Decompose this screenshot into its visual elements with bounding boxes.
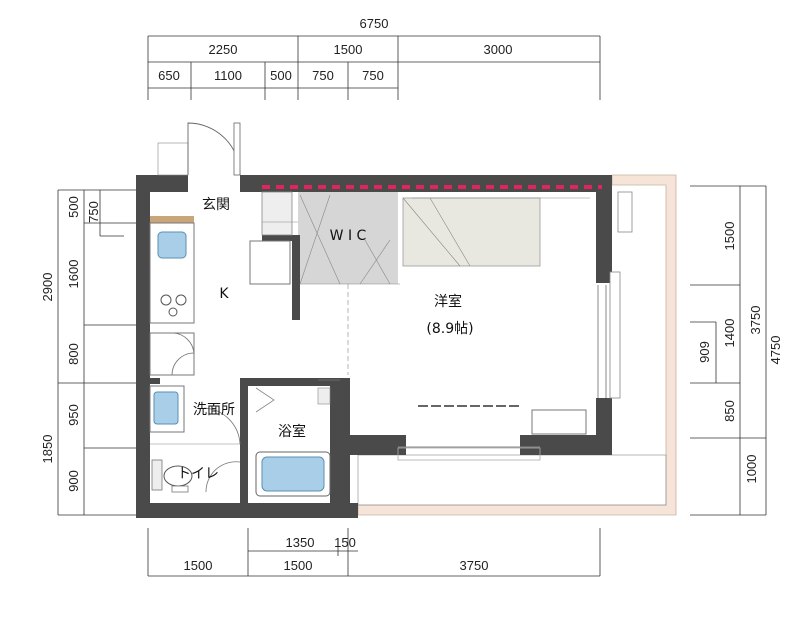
dim-left-inner: 900 xyxy=(66,470,81,492)
dim-top-small: 1100 xyxy=(214,68,242,83)
bed-cover-line xyxy=(429,197,471,267)
dim-right-outer: 3750 xyxy=(748,306,763,335)
dim-left-inner: 800 xyxy=(66,343,81,365)
bed-cover-line xyxy=(402,197,461,267)
dim-bottom: 1500 xyxy=(184,558,213,573)
aircon-unit xyxy=(617,191,633,233)
bottom-dimension-lines xyxy=(147,528,601,577)
washbasin xyxy=(149,385,185,433)
top-dimension-lines xyxy=(147,35,601,100)
entrance-step xyxy=(150,216,194,223)
bath-fixture xyxy=(317,387,331,405)
dim-top-total: 6750 xyxy=(360,16,389,31)
dim-right-inner: 1400 xyxy=(722,319,737,348)
room-label-bath: 浴室 xyxy=(278,423,306,440)
dim-top-mid: 1500 xyxy=(334,42,363,57)
stove-burner xyxy=(175,294,187,306)
right-dimension-lines xyxy=(690,185,767,516)
dim-right-inner: 1500 xyxy=(722,222,737,251)
dim-top-small: 750 xyxy=(362,68,384,83)
bed xyxy=(402,197,541,267)
dim-top-mid: 3000 xyxy=(484,42,513,57)
sink xyxy=(157,231,187,259)
room-label-entrance: 玄関 xyxy=(202,196,230,213)
shoe-cabinet xyxy=(261,191,293,236)
dim-bottom: 3750 xyxy=(460,558,489,573)
balcony-floor xyxy=(357,454,667,506)
washroom-door-swing xyxy=(203,407,241,445)
room-label-western-size: (8.9帖) xyxy=(426,321,473,337)
wic-shelf-lines xyxy=(262,194,391,285)
window-sash xyxy=(609,271,621,399)
dim-left-inner: 750 xyxy=(86,201,101,223)
room-label-wic: W I C xyxy=(330,228,367,244)
refrigerator xyxy=(249,240,291,285)
dim-left-outer: 2900 xyxy=(40,273,55,302)
balcony-sliding-door xyxy=(397,447,541,461)
left-dimension-lines xyxy=(57,189,136,516)
dim-top-small: 650 xyxy=(158,68,180,83)
toilet-fixture xyxy=(151,459,193,493)
room-label-toilet: トイレ xyxy=(177,466,219,482)
dim-right-inner: 850 xyxy=(722,400,737,422)
dim-bottom-small: 1350 xyxy=(286,535,315,550)
stove-burner xyxy=(168,307,178,317)
dim-right-inner: 1000 xyxy=(744,455,759,484)
bath-door xyxy=(255,387,275,413)
bathtub xyxy=(255,451,331,497)
dim-left-inner: 950 xyxy=(66,404,81,426)
dim-top-small: 750 xyxy=(312,68,334,83)
room-label-washroom: 洗面所 xyxy=(193,402,235,418)
dim-bottom: 1500 xyxy=(284,558,313,573)
toilet-door-swing xyxy=(205,461,241,493)
kitchen-counter xyxy=(149,222,195,324)
stove-burner xyxy=(160,294,172,306)
entrance-door xyxy=(157,122,241,176)
dim-right-window: 909 xyxy=(697,341,712,363)
dim-bottom-small: 150 xyxy=(334,535,356,550)
dim-left-outer-lower: 1850 xyxy=(40,435,55,464)
room-label-western: 洋室 xyxy=(434,293,462,310)
dim-top-mid: 2250 xyxy=(209,42,238,57)
storage-doors xyxy=(149,332,195,376)
dim-right-outer: 4750 xyxy=(768,336,783,365)
dim-top-small: 500 xyxy=(270,68,292,83)
dim-left-inner: 1600 xyxy=(66,260,81,289)
western-room-details xyxy=(300,191,633,461)
room-label-kitchen: K xyxy=(219,286,229,302)
dim-left-inner: 500 xyxy=(66,196,81,218)
